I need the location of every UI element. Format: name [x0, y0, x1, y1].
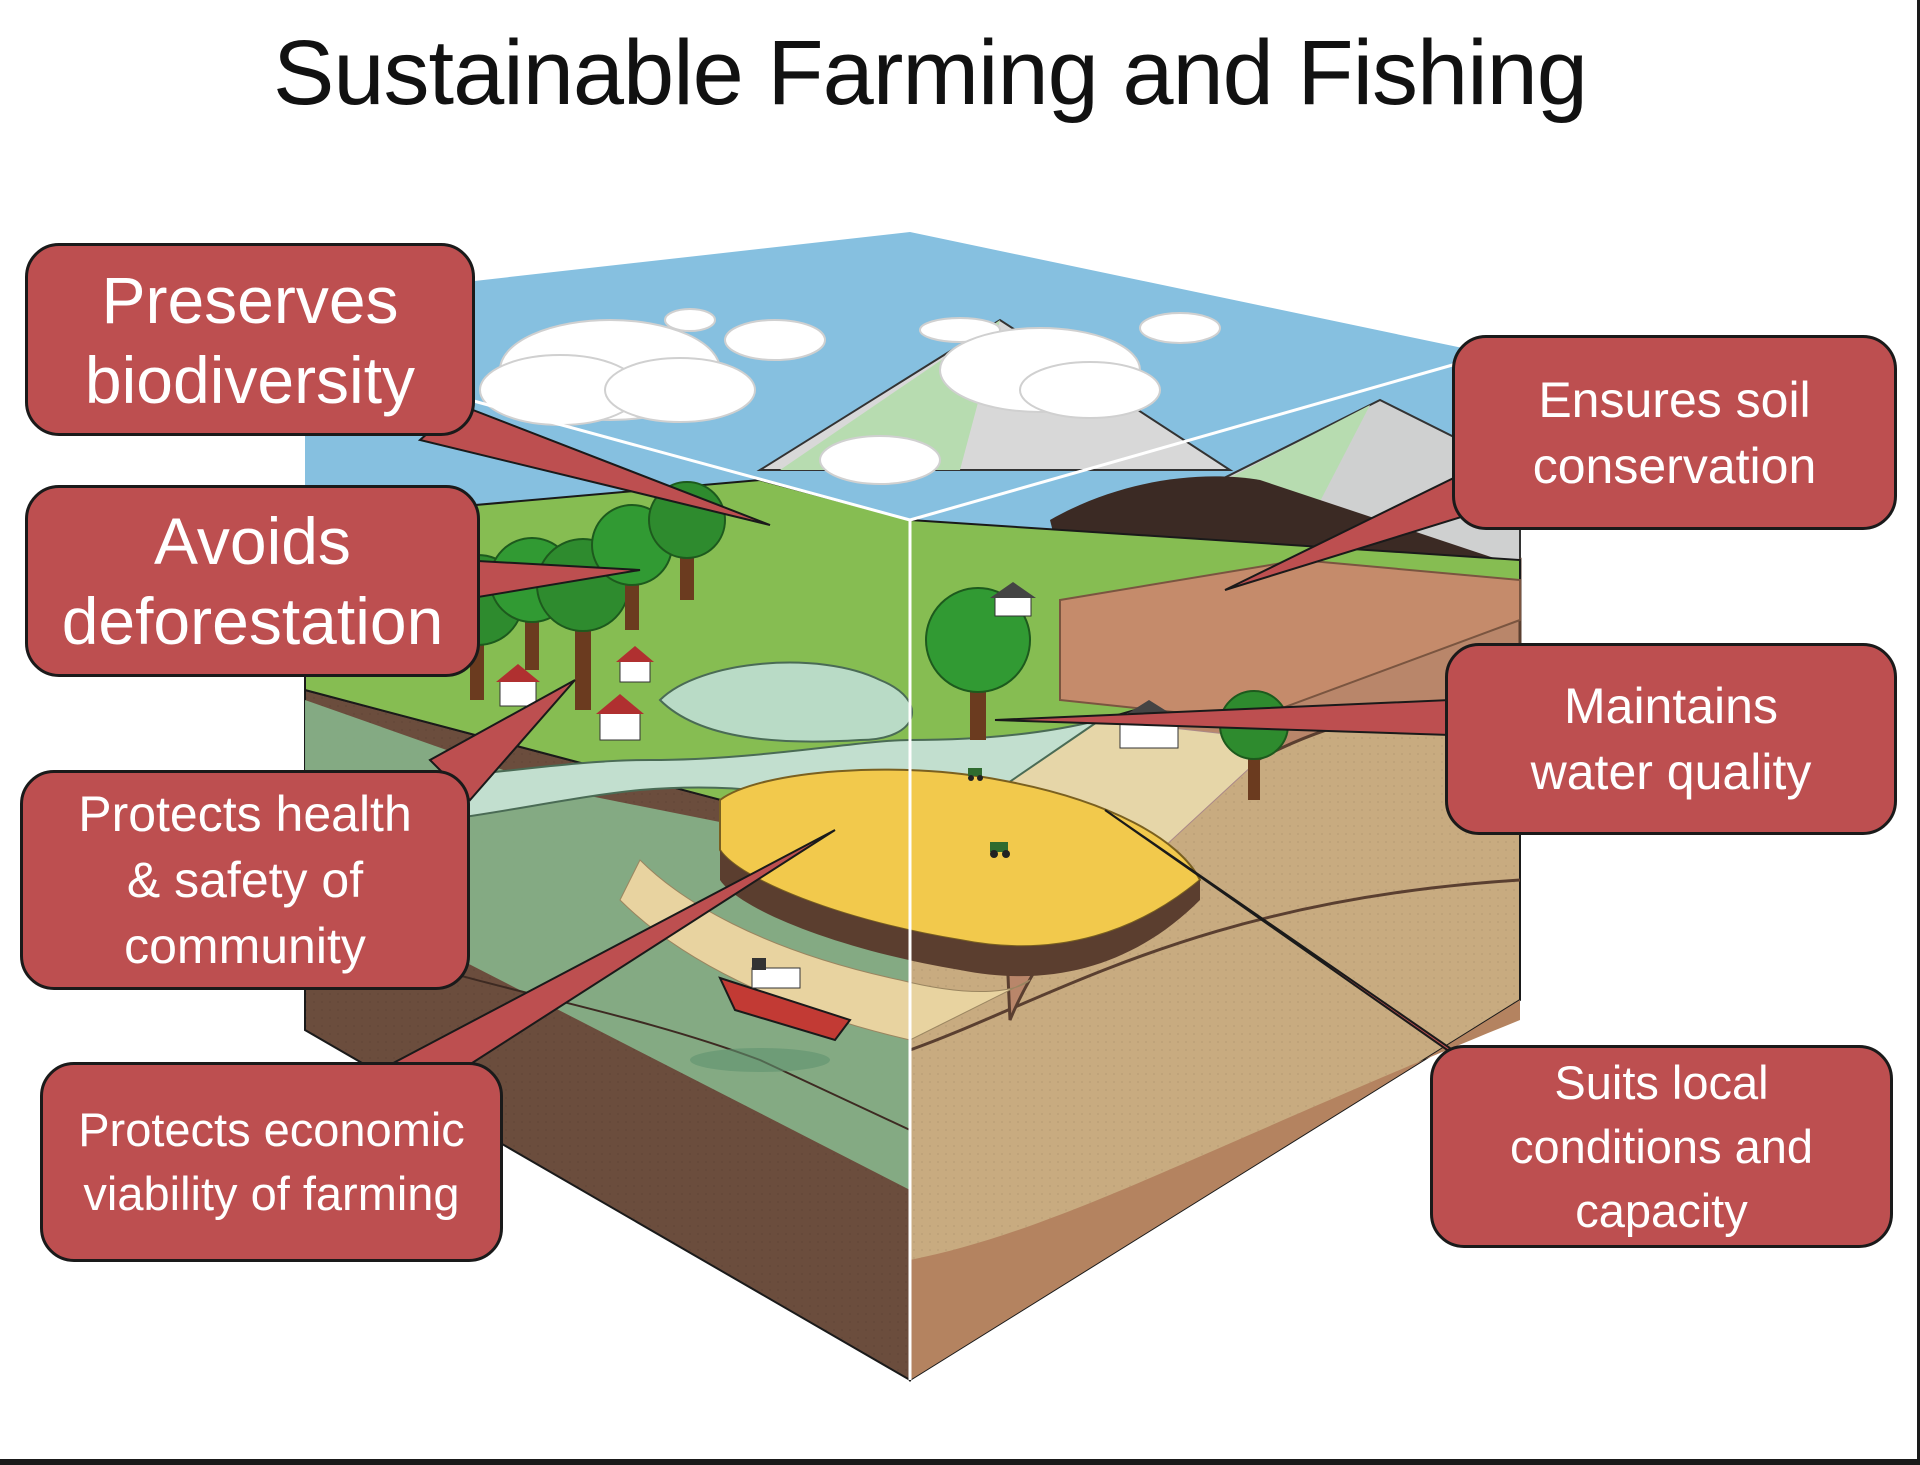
cloud-icon: [1139, 312, 1221, 344]
wheat-field: [719, 768, 1202, 948]
house-icon: [990, 582, 1036, 617]
callout-suits-local-conditions: Suits local conditions and capacity: [1430, 1045, 1893, 1248]
callout-maintains-water-quality: Maintains water quality: [1445, 643, 1897, 835]
house-icon: [616, 646, 654, 683]
house-icon: [596, 694, 644, 741]
cloud-icon: [724, 319, 826, 361]
callout-preserves-biodiversity: Preserves biodiversity: [25, 243, 475, 436]
cloud-icon: [939, 327, 1161, 419]
cloud-icon: [664, 308, 716, 332]
house-icon: [496, 664, 540, 707]
callout-protects-community: Protects health & safety of community: [20, 770, 470, 990]
callout-ensures-soil-conservation: Ensures soil conservation: [1452, 335, 1897, 530]
callout-avoids-deforestation: Avoids deforestation: [25, 485, 480, 677]
tractor-icon: [968, 768, 983, 781]
cloud-icon: [479, 319, 756, 426]
cloud-icon: [819, 435, 941, 485]
callout-pointers: [377, 403, 1502, 1092]
page-title: Sustainable Farming and Fishing: [273, 22, 1588, 124]
lake: [658, 661, 913, 743]
cube-edges: [469, 358, 1471, 1380]
ship-icon: [690, 958, 852, 1072]
tractor-icon: [990, 842, 1010, 858]
callout-protects-economic-viability: Protects economic viability of farming: [40, 1062, 503, 1262]
